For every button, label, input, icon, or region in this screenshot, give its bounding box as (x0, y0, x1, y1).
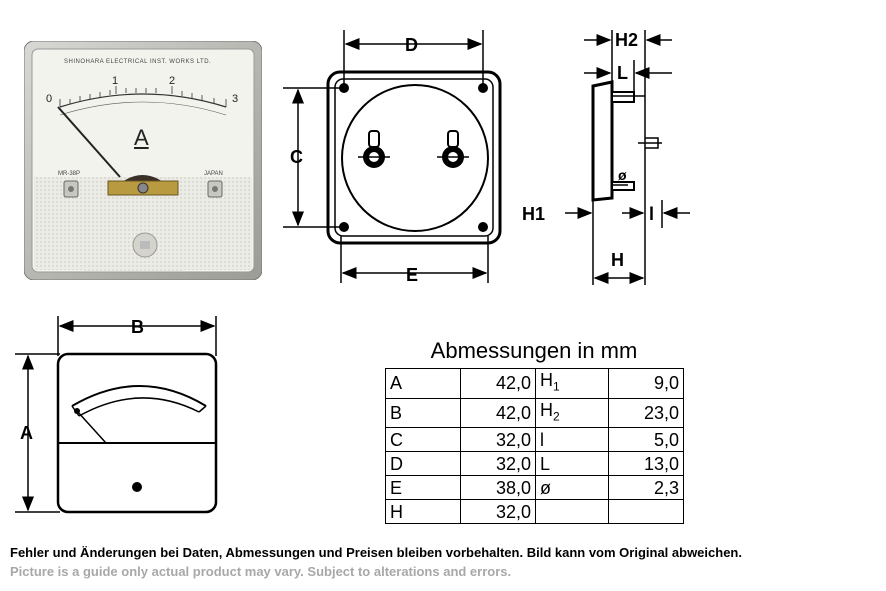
terminal-right (437, 130, 469, 168)
dim-value (608, 499, 684, 525)
dim-value: 42,0 (460, 397, 536, 429)
unit-label: A (134, 125, 149, 150)
dim-value: 32,0 (460, 451, 536, 477)
dim-key: ø (535, 475, 609, 501)
dim-label-b: B (131, 317, 144, 337)
dim-value: 9,0 (608, 368, 684, 399)
table-title: Abmessungen in mm (430, 338, 638, 363)
dim-label-c: C (290, 147, 303, 167)
scale-label-1: 1 (112, 75, 119, 87)
terminal-left (358, 130, 390, 168)
dim-label-d: D (405, 35, 418, 55)
dim-value: 42,0 (460, 368, 536, 399)
dim-value: 5,0 (608, 427, 684, 453)
scale-label-0: 0 (46, 93, 53, 105)
dim-value: 38,0 (460, 475, 536, 501)
face-view (15, 316, 218, 514)
maker-label: SHINOHARA ELECTRICAL INST. WORKS LTD. (64, 59, 212, 65)
dim-key: H2 (535, 397, 609, 429)
dim-label-l-lower: l (649, 204, 655, 224)
dim-value: 32,0 (460, 427, 536, 453)
dim-label-e: E (406, 265, 419, 285)
dim-key: C (385, 427, 461, 453)
model-label: MR-38P (58, 171, 81, 177)
dim-key: A (385, 368, 461, 399)
disclaimer-german: Fehler und Änderungen bei Daten, Abmessu… (10, 545, 742, 560)
meter-photo: SHINOHARA ELECTRICAL INST. WORKS LTD. 0 … (24, 41, 262, 280)
scale-label-3: 3 (232, 93, 239, 105)
dim-key: B (385, 397, 461, 429)
origin-label: JAPAN (204, 171, 223, 177)
dim-key: L (535, 451, 609, 477)
meter-photo-drawing (24, 41, 262, 280)
dim-label-a: A (20, 423, 33, 443)
dim-value: 2,3 (608, 475, 684, 501)
dim-label-h: H (611, 250, 624, 270)
dim-key: H (385, 499, 461, 525)
side-view (565, 30, 690, 285)
dim-value: 13,0 (608, 451, 684, 477)
scale-label-2: 2 (169, 75, 176, 87)
dim-key: E (385, 475, 461, 501)
dim-label-l-upper: L (617, 63, 628, 83)
disclaimer-english: Picture is a guide only actual product m… (10, 564, 512, 579)
dim-label-h1: H1 (522, 204, 546, 224)
dim-key (535, 499, 609, 525)
rear-view (283, 30, 502, 283)
dim-value: 32,0 (460, 499, 536, 525)
dim-key: D (385, 451, 461, 477)
dim-key: l (535, 427, 609, 453)
dim-label-phi: ø (618, 167, 627, 183)
dim-key: H1 (535, 368, 609, 399)
dim-label-h2: H2 (615, 30, 639, 50)
dim-value: 23,0 (608, 397, 684, 429)
